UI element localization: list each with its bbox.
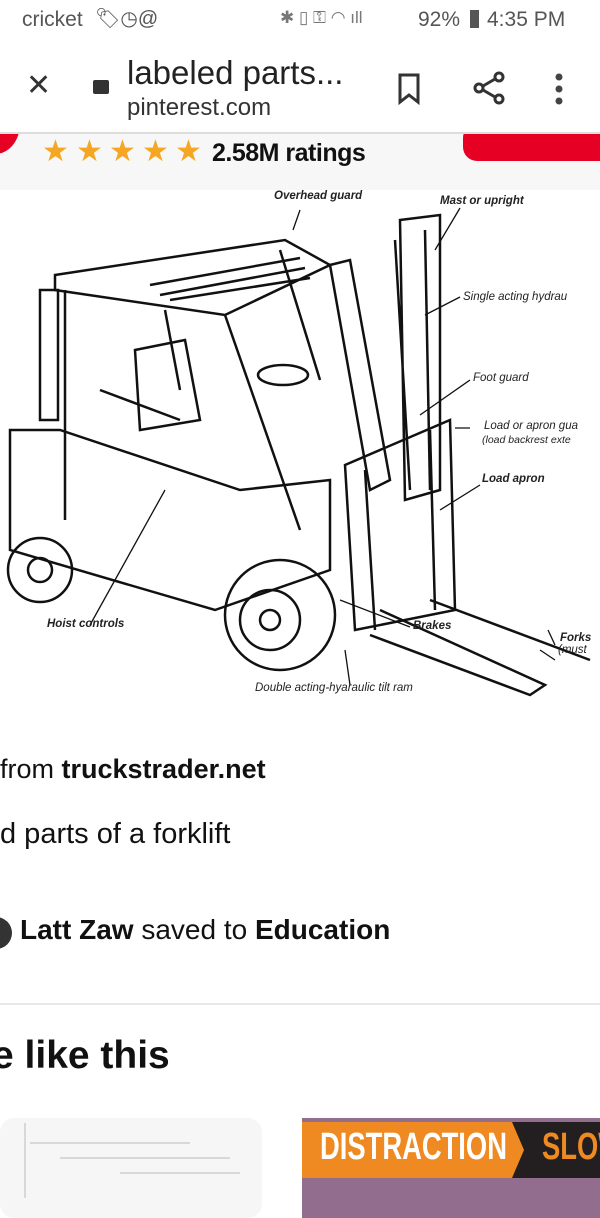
related-pin-card[interactable]: DISTRACTION SLOW [302,1118,600,1218]
notification-icons: 🏷◷@ [95,8,159,30]
browser-toolbar: ✕ labeled parts... pinterest.com [0,42,600,134]
divider [0,1003,600,1005]
star-icon: ★ [109,135,136,168]
bookmark-icon[interactable] [396,72,424,106]
card-text-slow: SLOW [542,1126,600,1168]
sketch-thumbnail [24,1123,240,1198]
label-forks: Forks [560,632,592,644]
ratings-count: 2.58M ratings [212,139,366,167]
label-tilt-ram: Double acting-hyaraulic tilt ram [255,682,413,694]
label-foot-guard: Foot guard [473,372,529,384]
board-name[interactable]: Education [254,914,391,945]
label-brakes: Brakes [413,620,452,632]
page-title: labeled parts... [127,54,344,91]
close-icon[interactable]: ✕ [26,69,52,102]
share-icon[interactable] [472,70,508,106]
carrier: cricket [22,8,83,31]
star-icon: ★ [42,135,69,168]
forklift-drawing [6,207,591,697]
label-hoist-controls: Hoist controls [47,618,125,630]
label-hydraulic: Single acting hydrau [463,291,568,303]
card-banner-dark [512,1122,600,1178]
user-avatar[interactable] [0,917,12,949]
pin-title: d parts of a forklift [0,818,231,850]
star-icon: ★ [76,135,103,168]
saved-to-text: saved to [133,914,255,945]
lock-icon [93,80,109,94]
related-pin-card[interactable] [0,1118,262,1218]
forklift-diagram-image[interactable]: Overhead guard Mast or upright Single ac… [0,190,600,705]
label-load-backrest: (load backrest exte [482,434,571,446]
label-overhead-guard: Overhead guard [274,190,363,202]
star-icon: ★ [175,135,202,168]
source-link[interactable]: truckstrader.net [61,754,266,784]
pin-source[interactable]: from truckstrader.net [0,754,266,785]
card-text-distraction: DISTRACTION [320,1126,507,1168]
label-forks-note: (must [558,644,587,656]
app-rating-banner: ★ ★ ★ ★ ★ 2.58M ratings [0,134,600,190]
battery-icon [470,10,479,28]
open-app-button[interactable] [463,134,600,161]
pinterest-logo [0,134,20,154]
star-icon: ★ [142,135,169,168]
label-load-apron: Load apron [482,473,545,485]
user-name[interactable]: Latt Zaw [20,914,134,945]
source-prefix: from [0,754,62,784]
more-options-icon[interactable] [554,72,564,106]
page-domain: pinterest.com [127,94,272,121]
label-mast: Mast or upright [440,195,524,207]
system-icons: ✱ ▯ ⚿ ◠ ıll [280,8,363,27]
status-bar: cricket 🏷◷@ ✱ ▯ ⚿ ◠ ıll 92% 4:35 PM [0,0,600,42]
label-load-guard: Load or apron gua [484,420,578,432]
clock: 4:35 PM [487,8,566,31]
more-like-this-heading: e like this [0,1034,170,1077]
battery-level: 92% [418,8,461,31]
saved-by-line: Latt Zaw saved to Education [20,914,390,946]
